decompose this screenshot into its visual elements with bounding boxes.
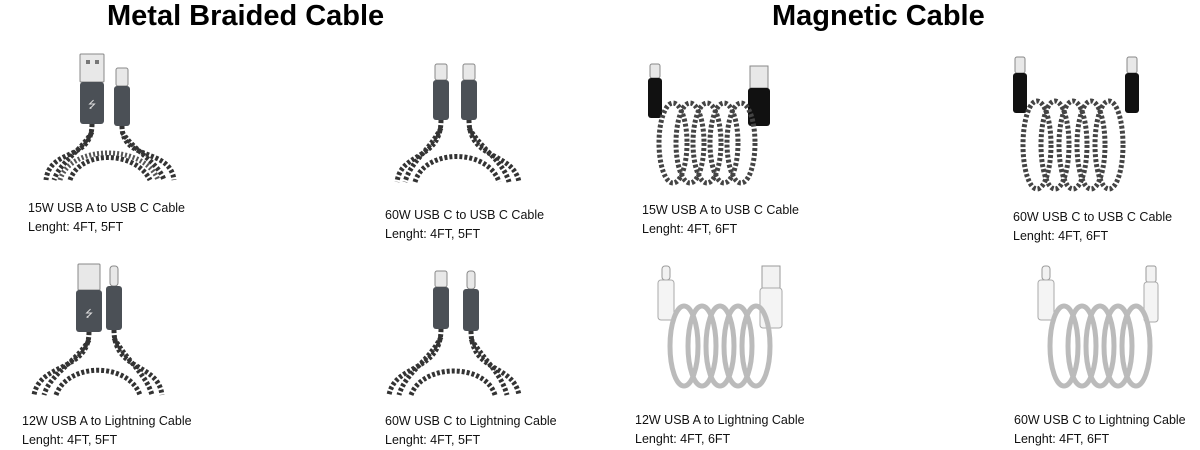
product-length: Lenght: 4FT, 6FT [1014,432,1110,446]
usb-a-connector-icon [759,265,783,329]
usb-c-connector-icon [1143,265,1159,323]
braided-cable-image: ⭍ [31,263,165,397]
product-length: Lenght: 4FT, 5FT [385,227,481,241]
braided-cable-image [386,270,522,397]
product-title: 15W USB A to USB C Cable [28,201,186,215]
braided-cable-image: ⭍ [43,53,177,182]
product-length: Lenght: 4FT, 5FT [22,433,118,447]
svg-text:⭍: ⭍ [88,99,96,111]
magnetic-cable-image [657,265,783,389]
product-title: 12W USB A to Lightning Cable [635,413,805,427]
product-title: 12W USB A to Lightning Cable [22,414,192,428]
usb-c-connector-icon [114,67,130,126]
heading-magnetic: Magnetic Cable [772,0,985,32]
product-title: 60W USB C to Lightning Cable [1014,413,1186,427]
usb-a-connector-icon [748,65,770,126]
braided-cable-image [394,63,522,183]
lightning-connector-icon [1037,265,1055,321]
svg-text:⭍: ⭍ [85,308,93,320]
product-length: Lenght: 4FT, 5FT [385,433,481,447]
product-title: 60W USB C to USB C Cable [1013,210,1173,224]
usb-a-connector-icon: ⭍ [76,263,102,332]
magnetic-cable-image [1013,56,1139,192]
product-length: Lenght: 4FT, 6FT [642,222,738,236]
product-title: 60W USB C to USB C Cable [385,208,545,222]
usb-c-connector-icon [433,63,449,120]
usb-c-connector-icon [1125,56,1139,113]
lightning-connector-icon [106,265,122,330]
usb-c-connector-icon [648,63,662,118]
product-title: 60W USB C to Lightning Cable [385,414,557,428]
usb-a-connector-icon: ⭍ [79,53,105,124]
usb-c-connector-icon [1013,56,1027,113]
usb-c-connector-icon [433,270,449,329]
product-length: Lenght: 4FT, 5FT [28,220,124,234]
magnetic-cable-image [1037,265,1159,389]
product-length: Lenght: 4FT, 6FT [1013,229,1109,243]
lightning-connector-icon [463,270,479,331]
product-title: 15W USB A to USB C Cable [642,203,800,217]
usb-c-connector-icon [461,63,477,120]
product-length: Lenght: 4FT, 6FT [635,432,731,446]
heading-metal-braided: Metal Braided Cable [107,0,385,32]
magnetic-cable-image [648,63,770,186]
lightning-connector-icon [657,265,675,321]
